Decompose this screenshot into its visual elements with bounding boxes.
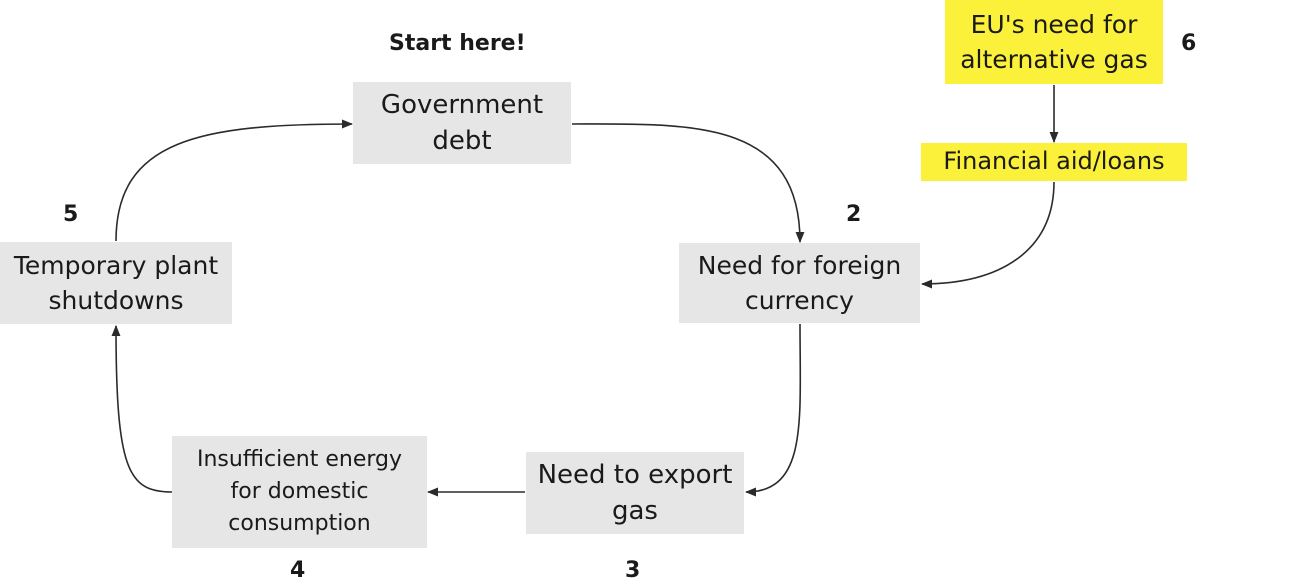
node-label: Government debt xyxy=(380,89,544,156)
step-number: 5 xyxy=(63,202,79,227)
step-number: 6 xyxy=(1181,31,1197,56)
node-foreign-currency: Need for foreign currency xyxy=(679,243,920,323)
node-label: Temporary plant shutdowns xyxy=(13,251,219,315)
arrow-debt-to-currency xyxy=(571,123,805,244)
node-eu-need: EU's need for alternative gas xyxy=(945,0,1163,84)
arrow-currency-to-export xyxy=(744,323,802,497)
node-insufficient-energy: Insufficient energy for domestic consump… xyxy=(172,436,427,548)
node-label: Need for foreign currency xyxy=(697,251,902,315)
node-financial-aid: Financial aid/loans xyxy=(921,143,1187,181)
node-label: Financial aid/loans xyxy=(943,147,1165,176)
start-here-label: Start here! xyxy=(389,31,526,56)
node-government-debt: Government debt xyxy=(353,82,571,164)
arrow-shutdowns-to-debt xyxy=(115,119,354,242)
node-label: Need to export gas xyxy=(537,459,733,526)
node-export-gas: Need to export gas xyxy=(526,452,744,534)
step-number: 2 xyxy=(846,202,862,227)
arrow-aid-to-currency xyxy=(920,181,1055,289)
step-number: 3 xyxy=(625,558,641,583)
node-label: EU's need for alternative gas xyxy=(960,10,1148,74)
arrow-energy-to-shutdowns xyxy=(111,324,173,493)
step-number: 4 xyxy=(290,558,306,583)
node-plant-shutdowns: Temporary plant shutdowns xyxy=(0,242,232,324)
node-label: Insufficient energy for domestic consump… xyxy=(196,447,403,536)
